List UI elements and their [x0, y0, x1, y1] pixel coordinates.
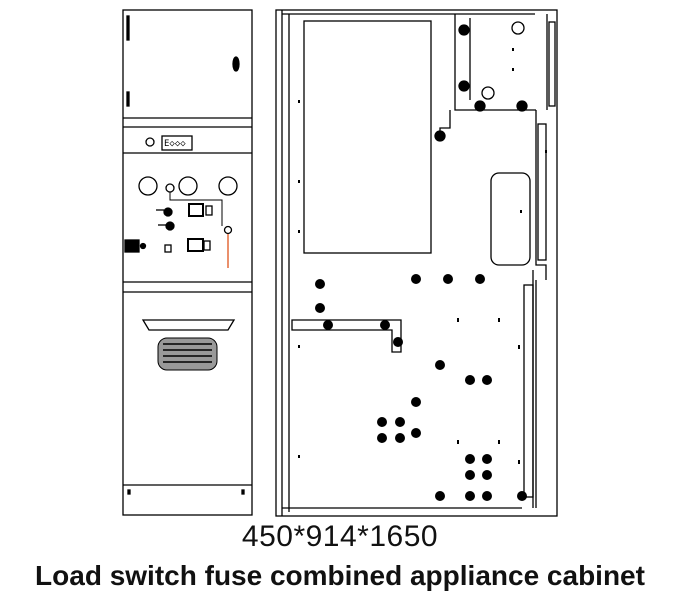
bushing-bottom	[481, 86, 495, 100]
side-bolts	[315, 274, 527, 501]
cable-bracket	[291, 319, 402, 353]
panel-nameplate	[161, 135, 193, 151]
cable-rail	[523, 284, 534, 498]
plinth-mark-left	[127, 489, 131, 495]
hinge-top-left	[126, 15, 130, 41]
meter-small	[165, 183, 175, 193]
meter-2	[178, 176, 198, 196]
side-view-outline	[275, 9, 558, 517]
front-view: E◇◇◇	[122, 9, 253, 516]
door-handle	[141, 319, 236, 331]
switch-compartment-rear	[535, 110, 547, 280]
front-view-outline	[122, 9, 253, 516]
fuse-chamber	[490, 172, 531, 266]
meter-1	[138, 176, 158, 196]
busbar-bolts	[434, 24, 528, 142]
cabinet-drawing: E◇◇◇	[122, 9, 558, 517]
indicator-lamp	[145, 137, 155, 147]
busbar-compartment	[454, 14, 536, 111]
plinth-mark-right	[241, 489, 245, 495]
meter-3	[218, 176, 238, 196]
rear-rail-mid	[537, 123, 547, 261]
top-door-lock	[232, 56, 240, 72]
operation-symbols	[124, 203, 233, 253]
side-view	[275, 9, 558, 517]
inspection-window	[303, 20, 432, 254]
switch-compartment-top	[439, 110, 451, 136]
interlock-linkage	[169, 192, 223, 226]
ventilation-grille	[157, 337, 218, 371]
rear-rail-top	[548, 21, 556, 107]
panel-nameplate-text: E◇◇◇	[164, 139, 186, 149]
ventilation-grille-pattern	[163, 343, 212, 363]
bushing-top	[511, 21, 525, 35]
hinge-bottom-left	[126, 91, 130, 107]
mounting-holes	[298, 48, 547, 464]
cabinet-caption: Load switch fuse combined appliance cabi…	[35, 560, 645, 591]
cabinet-dimensions: 450*914*1650	[241, 520, 439, 553]
